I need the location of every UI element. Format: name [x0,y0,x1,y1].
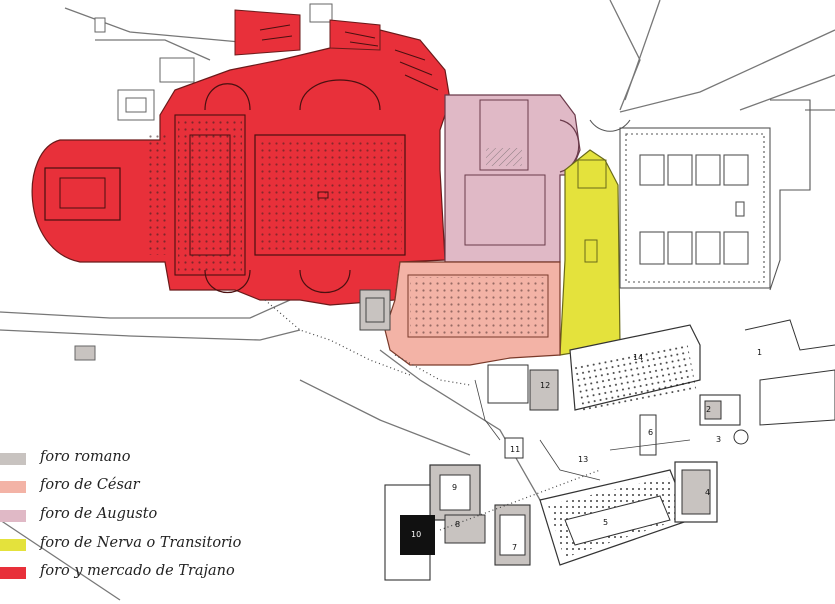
legend-item-foro-romano: foro romano [0,446,260,472]
map-number: 12 [540,381,550,390]
templum-pacis-outline [589,99,835,291]
legend-item-foro-nerva: foro de Nerva o Transitorio [0,532,260,558]
foro-trajano-area [31,9,451,306]
foro-romano-area [384,319,835,581]
map-number: 13 [578,455,588,464]
legend-swatch [0,481,26,493]
legend-swatch [0,567,26,579]
legend-label: foro romano [40,449,131,465]
legend-item-foro-trajano: foro y mercado de Trajano [0,560,260,586]
foro-nerva-area [559,149,621,356]
context-structures [74,3,333,361]
map-number: 2 [706,405,711,414]
map-number: 9 [452,483,457,492]
map-number: 8 [455,520,460,529]
foro-augusto-area [444,94,581,263]
foro-cesar-area [359,261,561,366]
map-number: 7 [512,543,517,552]
legend-label: foro de Augusto [40,506,158,522]
map-number: 4 [705,488,710,497]
legend-swatch [0,510,26,522]
map-number: 11 [510,445,520,454]
legend-swatch [0,539,26,551]
dotted-traces [264,299,601,531]
map-numbers: 1 2 3 4 5 6 7 8 9 10 11 12 13 14 [411,348,762,552]
map-number: 3 [716,435,721,444]
map-number: 10 [411,530,421,539]
legend-item-foro-cesar: foro de César [0,474,260,500]
legend-item-foro-augusto: foro de Augusto [0,503,260,529]
map-number: 5 [603,518,608,527]
legend-swatch [0,453,26,465]
legend-label: foro y mercado de Trajano [40,563,235,579]
map-number: 6 [648,428,653,437]
map-number: 1 [757,348,762,357]
map-number: 14 [633,353,643,362]
legend-label: foro de César [40,477,140,493]
legend-label: foro de Nerva o Transitorio [40,535,242,551]
